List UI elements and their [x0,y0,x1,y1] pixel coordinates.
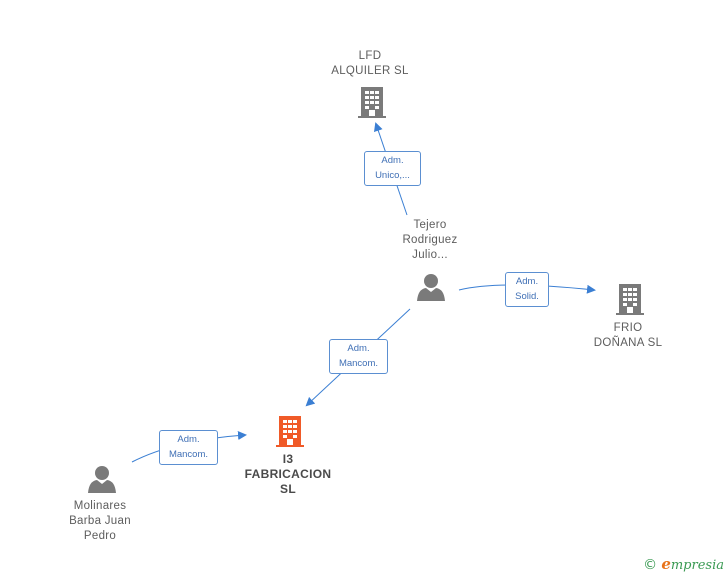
brand-initial: e [661,555,671,573]
node-label-molinares-barba[interactable]: Molinares Barba Juan Pedro [69,500,131,542]
node-label-frio-donana[interactable]: FRIO DOÑANA SL [593,322,663,349]
brand-name: mpresia [670,558,724,573]
empresia-logo: © empresia [643,555,724,573]
node-label-lfd-alquiler[interactable]: LFD ALQUILER SL [331,50,409,77]
node-label-tejero-rodriguez[interactable]: Tejero Rodriguez Julio... [402,219,458,261]
edge-label-adm-solid[interactable]: Adm. Solid. [505,272,549,307]
edge-label-adm-unico[interactable]: Adm. Unico,... [364,151,421,186]
edge-label-adm-mancom-molinares[interactable]: Adm. Mancom. [159,430,218,465]
node-label-i3-fabricacion[interactable]: I3 FABRICACION SL [244,452,332,496]
person-icon[interactable] [88,466,116,493]
building-icon-main[interactable] [276,416,304,447]
building-icon[interactable] [616,284,644,315]
copyright-symbol: © [643,557,658,573]
edge-label-adm-mancom-tejero[interactable]: Adm. Mancom. [329,339,388,374]
person-icon[interactable] [417,274,445,301]
building-icon[interactable] [358,87,386,118]
